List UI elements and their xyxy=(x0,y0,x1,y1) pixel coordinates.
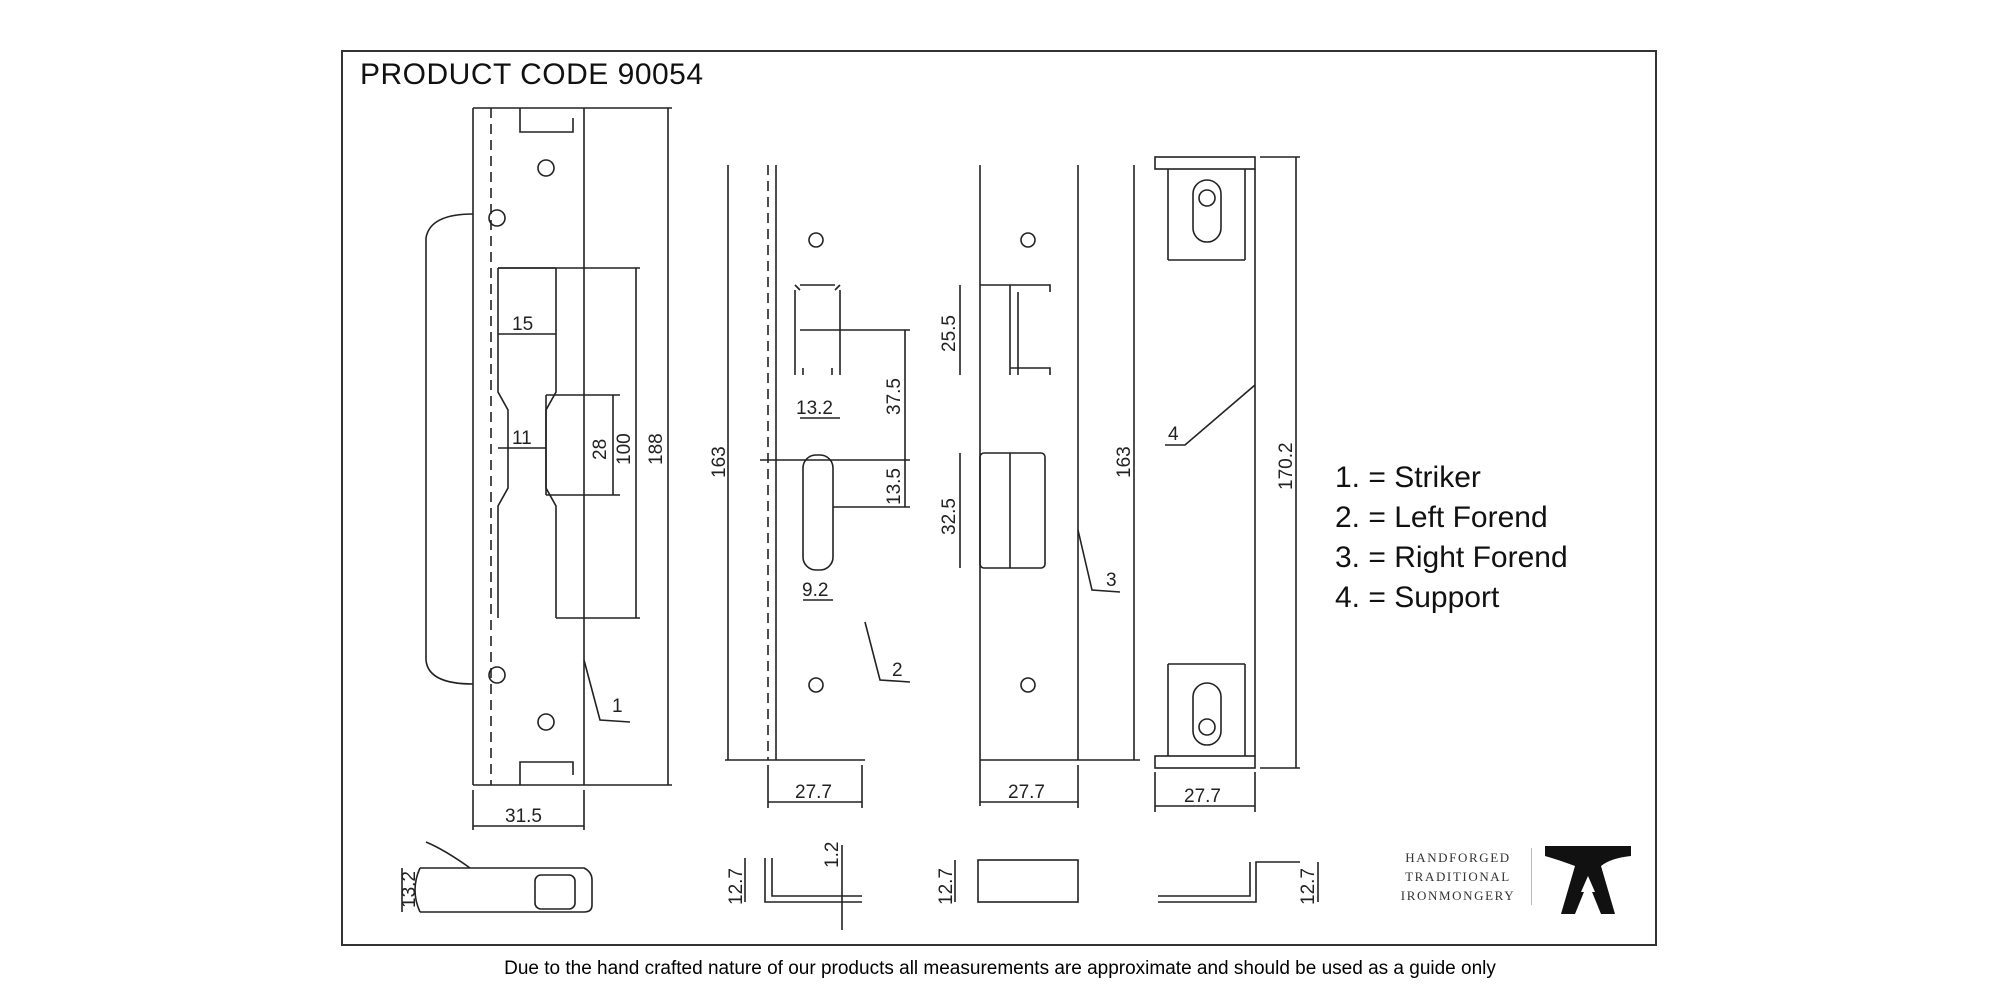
dim-striker-opening-height: 100 xyxy=(614,433,635,465)
left-forend xyxy=(725,165,911,930)
dim-right-forend-top: 25.5 xyxy=(939,315,960,352)
dim-support-side-height: 12.7 xyxy=(1298,868,1319,905)
dim-left-forend-side-height: 12.7 xyxy=(726,868,747,905)
dim-striker-neck-width: 11 xyxy=(512,428,532,449)
part-label-3: 3 xyxy=(1106,570,1117,591)
part-label-2: 2 xyxy=(892,660,903,681)
brand-logo: HANDFORGED TRADITIONAL IRONMONGERY xyxy=(1385,842,1675,918)
dim-left-forend-width: 27.7 xyxy=(795,782,832,803)
dim-striker-inner-width: 15 xyxy=(512,314,533,335)
dim-striker-side-height: 13.2 xyxy=(399,871,420,908)
dim-left-forend-slot-width: 13.2 xyxy=(796,398,833,419)
legend-item-striker: 1. = Striker xyxy=(1335,461,1481,494)
product-code-title: PRODUCT CODE 90054 xyxy=(360,58,704,91)
dim-support-width: 27.7 xyxy=(1184,786,1221,807)
dim-left-forend-spacing: 37.5 xyxy=(884,378,905,415)
right-forend xyxy=(954,165,1140,903)
brand-line-3: IRONMONGERY xyxy=(1400,888,1516,903)
dim-left-forend-height: 163 xyxy=(709,446,730,478)
dim-left-forend-slot-height: 13.5 xyxy=(884,468,905,505)
brand-wordmark: HANDFORGED TRADITIONAL IRONMONGERY xyxy=(1385,848,1532,905)
dim-striker-height: 188 xyxy=(646,433,667,465)
legend-item-right-forend: 3. = Right Forend xyxy=(1335,541,1568,574)
dim-right-forend-slot-height: 32.5 xyxy=(939,498,960,535)
striker-plate xyxy=(401,107,672,913)
dim-support-height: 170.2 xyxy=(1276,442,1297,490)
dim-right-forend-side-height: 12.7 xyxy=(936,868,957,905)
brand-line-2: TRADITIONAL xyxy=(1405,869,1511,884)
disclaimer-footer: Due to the hand crafted nature of our pr… xyxy=(504,958,1496,979)
dim-left-forend-thickness: 1.2 xyxy=(822,842,843,868)
part-label-4: 4 xyxy=(1168,424,1179,445)
drawing-frame xyxy=(341,50,1657,946)
support xyxy=(1154,156,1319,903)
parts-legend: 1. = Striker 2. = Left Forend 3. = Right… xyxy=(1335,458,1568,618)
dim-striker-width: 31.5 xyxy=(505,806,542,827)
brand-line-1: HANDFORGED xyxy=(1405,850,1511,865)
anvil-icon xyxy=(1545,846,1631,914)
part-label-1: 1 xyxy=(612,696,623,717)
legend-item-left-forend: 2. = Left Forend xyxy=(1335,501,1548,534)
dim-right-forend-width: 27.7 xyxy=(1008,782,1045,803)
dim-striker-slot-height: 28 xyxy=(590,439,611,460)
dim-left-forend-slot2-width: 9.2 xyxy=(802,580,828,601)
dim-right-forend-height: 163 xyxy=(1114,446,1135,478)
legend-item-support: 4. = Support xyxy=(1335,581,1500,614)
